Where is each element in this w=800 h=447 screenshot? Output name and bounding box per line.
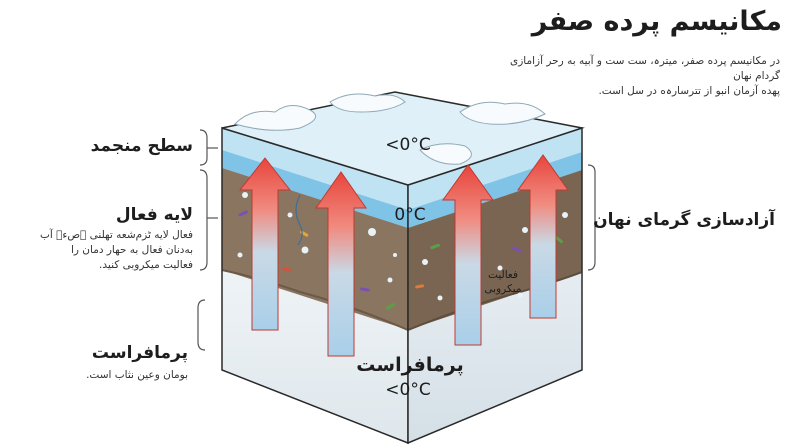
active-layer-description: فعال لایه ٹزم‌شعه تهلنی ۉصءٖ آب به‌دنان … [0, 228, 193, 273]
heat-arrows [238, 154, 569, 357]
left-brackets [197, 129, 218, 351]
right-bracket [587, 164, 596, 271]
active-layer-line-3: فعالیت میکروبی کنید. [99, 259, 193, 271]
heat-arrow-4 [517, 154, 569, 319]
cube-middle-temp: 0°C [394, 205, 425, 225]
active-layer-line-2: به‌دنان فعال به حهار دمان را [70, 244, 193, 256]
cube-permafrost-temp: <0°C [385, 380, 430, 400]
heat-arrow-3 [442, 164, 494, 346]
page-description: در مکانیسم پرده صفر، میترہ‌، ست ست و آبی… [490, 54, 780, 99]
description-line-2: پهده آزمان انبو از تترسارہ‌ه در سل است. [598, 85, 780, 97]
cube-permafrost-title: پرمافراست [356, 354, 463, 376]
label-active-layer: لایه فعال [115, 205, 193, 225]
heat-arrow-2 [315, 171, 367, 357]
active-layer-line-1: فعال لایه ٹزم‌شعه تهلنی ۉصءٖ آب [39, 229, 193, 241]
label-latent-heat-release: آزادسازی گرمای نهان [593, 210, 775, 230]
microbial-label-line-2: میکروبی [484, 283, 521, 295]
cube-top-face [221, 91, 585, 186]
page-title: مکانیسم پرده صفر [531, 6, 782, 37]
microbial-label-line-1: فعالیت [488, 269, 518, 281]
heat-arrow-1 [238, 157, 292, 331]
cube-top-temp: <0°C [385, 135, 430, 155]
description-line-1: در مکانیسم پرده صفر، میترہ‌، ست ست و آبی… [510, 55, 780, 82]
permafrost-description: بومان وعین نثاب است. [86, 369, 188, 381]
label-frozen-surface: سطح منجمد [90, 136, 193, 156]
label-permafrost: پرمافراست [91, 343, 188, 363]
